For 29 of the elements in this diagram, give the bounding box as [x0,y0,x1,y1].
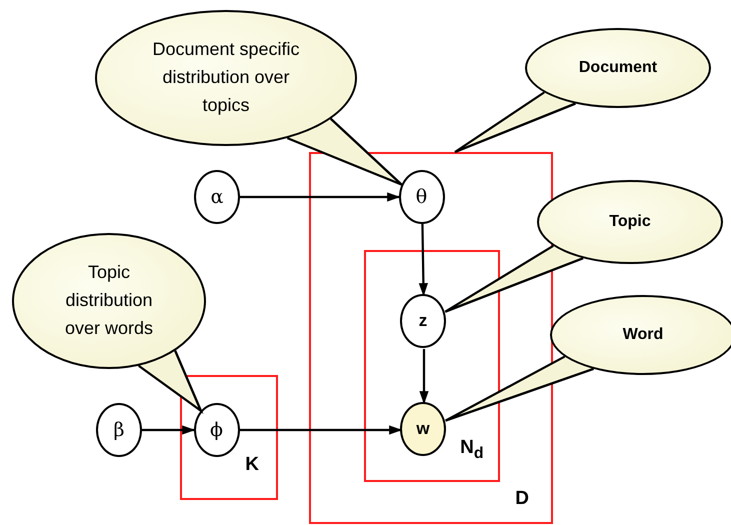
variable-node [194,402,240,456]
variable-label: β [114,419,124,441]
leader-line [445,368,594,422]
plate-label: K [245,455,259,474]
arrow [419,349,429,404]
leader-line [174,350,202,412]
variable-label: w [416,419,430,439]
callout-text: Word [622,324,664,345]
callout-text: Document [578,58,658,78]
callout-text: Topic distribution over words [64,261,154,340]
callout-text: Document specific distribution over topics [151,38,301,117]
leader-line [444,257,584,313]
speech-bubble [550,295,731,375]
arrow [240,425,402,435]
observed-variable-node [400,402,446,456]
arrow [142,425,196,435]
variable-node [96,403,142,457]
plate-label: D [515,489,529,508]
variable-node [398,170,444,224]
arrow [418,224,428,296]
variable-label: z [418,311,428,331]
arrow [240,192,400,202]
variable-node [400,294,446,348]
callout-text: Topic [609,212,651,232]
variable-node [194,170,240,224]
plate-label: N$_{d}$ [460,438,484,462]
variable-label: ϕ [210,418,223,440]
variable-label: θ [416,186,428,208]
variable-label: α [210,186,224,208]
